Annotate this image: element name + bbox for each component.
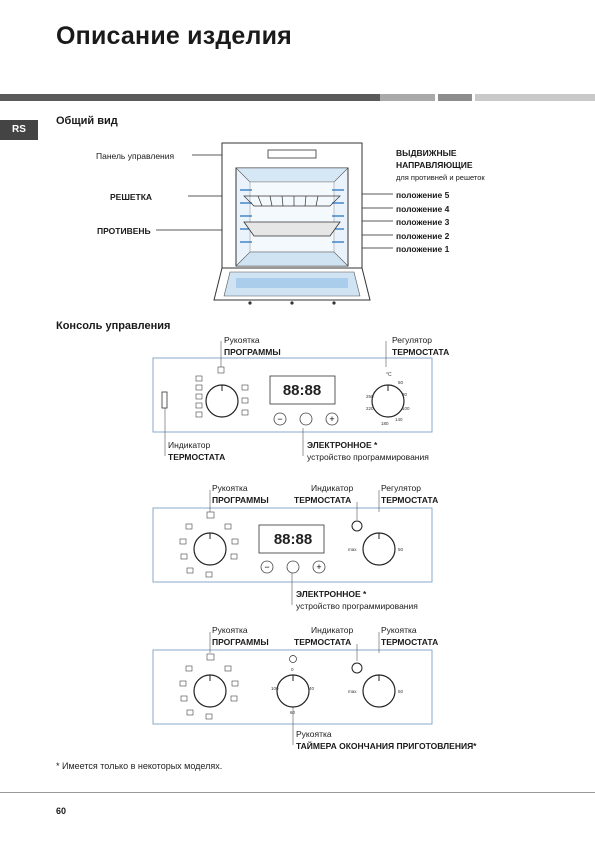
svg-text:−: −: [277, 414, 282, 424]
label-rails-sub: для противней и решеток: [396, 173, 485, 182]
p3-knob2-label: Рукоятка: [381, 625, 417, 635]
p1-indicator-thermostat: ТЕРМОСТАТА: [168, 452, 226, 462]
svg-text:220: 220: [366, 406, 374, 411]
page-title: Описание изделия: [56, 22, 292, 50]
p3-programs-label: ПРОГРАММЫ: [212, 637, 269, 647]
p3-thermostat-label: ТЕРМОСТАТА: [381, 637, 439, 647]
p2-select-button[interactable]: [286, 560, 300, 574]
general-view-heading: Общий вид: [56, 115, 118, 127]
label-control-panel: Панель управления: [96, 151, 175, 161]
p3-knob-label: Рукоятка: [212, 625, 248, 635]
label-position-2: положение 2: [396, 231, 450, 241]
p3-indicator-label: Индикатор: [311, 625, 354, 635]
p1-select-button[interactable]: [299, 412, 313, 426]
label-position-4: положение 4: [396, 204, 450, 214]
label-rack: РЕШЕТКА: [110, 192, 153, 202]
p1-thermostat-label: ТЕРМОСТАТА: [392, 347, 450, 357]
label-rails-2: НАПРАВЛЯЮЩИЕ: [396, 160, 473, 170]
svg-text:°C: °C: [386, 372, 392, 378]
svg-text:140: 140: [395, 417, 403, 422]
p1-programs-label: ПРОГРАММЫ: [224, 347, 281, 357]
p1-minus-button[interactable]: [273, 412, 287, 426]
svg-text:50: 50: [398, 689, 404, 694]
p2-plus-button[interactable]: [312, 560, 326, 574]
label-position-3: положение 3: [396, 217, 450, 227]
p3-timer-knob-label: Рукоятка: [296, 729, 332, 739]
svg-text:0: 0: [291, 667, 294, 672]
p3-thermostat-indicator: [351, 662, 363, 674]
svg-text:max: max: [348, 689, 357, 694]
p2-programs-label: ПРОГРАММЫ: [212, 495, 269, 505]
p2-minus-button[interactable]: [260, 560, 274, 574]
p3-indicator-thermostat: ТЕРМОСТАТА: [294, 637, 352, 647]
p2-electronic-label: ЭЛЕКТРОННОЕ *: [296, 589, 367, 599]
header-bar: [0, 94, 595, 101]
p1-indicator-label: Индикатор: [168, 440, 211, 450]
footnote: * Имеется только в некоторых моделях.: [56, 761, 223, 771]
p1-regulator-label: Регулятор: [392, 335, 433, 345]
svg-text:250: 250: [366, 394, 374, 399]
svg-text:100: 100: [402, 406, 410, 411]
svg-text:40: 40: [309, 686, 315, 691]
svg-text:−: −: [264, 562, 269, 572]
label-rails-1: ВЫДВИЖНЫЕ: [396, 148, 457, 158]
svg-text:60: 60: [398, 380, 404, 385]
label-tray: ПРОТИВЕНЬ: [97, 226, 151, 236]
svg-text:max: max: [348, 547, 357, 552]
label-position-1: положение 1: [396, 244, 450, 254]
language-tab: RS: [0, 120, 38, 140]
svg-text:60: 60: [290, 710, 296, 715]
svg-text:80: 80: [402, 392, 408, 397]
p1-plus-button[interactable]: [325, 412, 339, 426]
p2-thermostat-label: ТЕРМОСТАТА: [381, 495, 439, 505]
p2-thermostat-indicator: [351, 520, 363, 532]
p2-indicator-thermostat: ТЕРМОСТАТА: [294, 495, 352, 505]
p3-clock-icon: [289, 655, 297, 663]
p2-display: 88:88: [274, 531, 312, 548]
p1-electronic-label: ЭЛЕКТРОННОЕ *: [307, 440, 378, 450]
p2-indicator-label: Индикатор: [311, 483, 354, 493]
svg-text:100: 100: [271, 686, 279, 691]
label-position-5: положение 5: [396, 190, 450, 200]
console-heading: Консоль управления: [56, 320, 171, 332]
p2-knob-label: Рукоятка: [212, 483, 248, 493]
bottom-divider: [0, 792, 595, 793]
p1-program-icons: [195, 366, 249, 418]
svg-text:180: 180: [381, 421, 389, 426]
p1-display: 88:88: [283, 382, 321, 399]
p1-device-label: устройство программирования: [307, 452, 429, 462]
page-number: 60: [56, 806, 67, 816]
svg-text:+: +: [316, 562, 321, 572]
p2-regulator-label: Регулятор: [381, 483, 422, 493]
p3-timer-label: ТАЙМЕРА ОКОНЧАНИЯ ПРИГОТОВЛЕНИЯ*: [296, 741, 477, 751]
p1-knob-label: Рукоятка: [224, 335, 260, 345]
svg-text:+: +: [329, 414, 334, 424]
svg-text:50: 50: [398, 547, 404, 552]
p2-device-label: устройство программирования: [296, 601, 418, 611]
